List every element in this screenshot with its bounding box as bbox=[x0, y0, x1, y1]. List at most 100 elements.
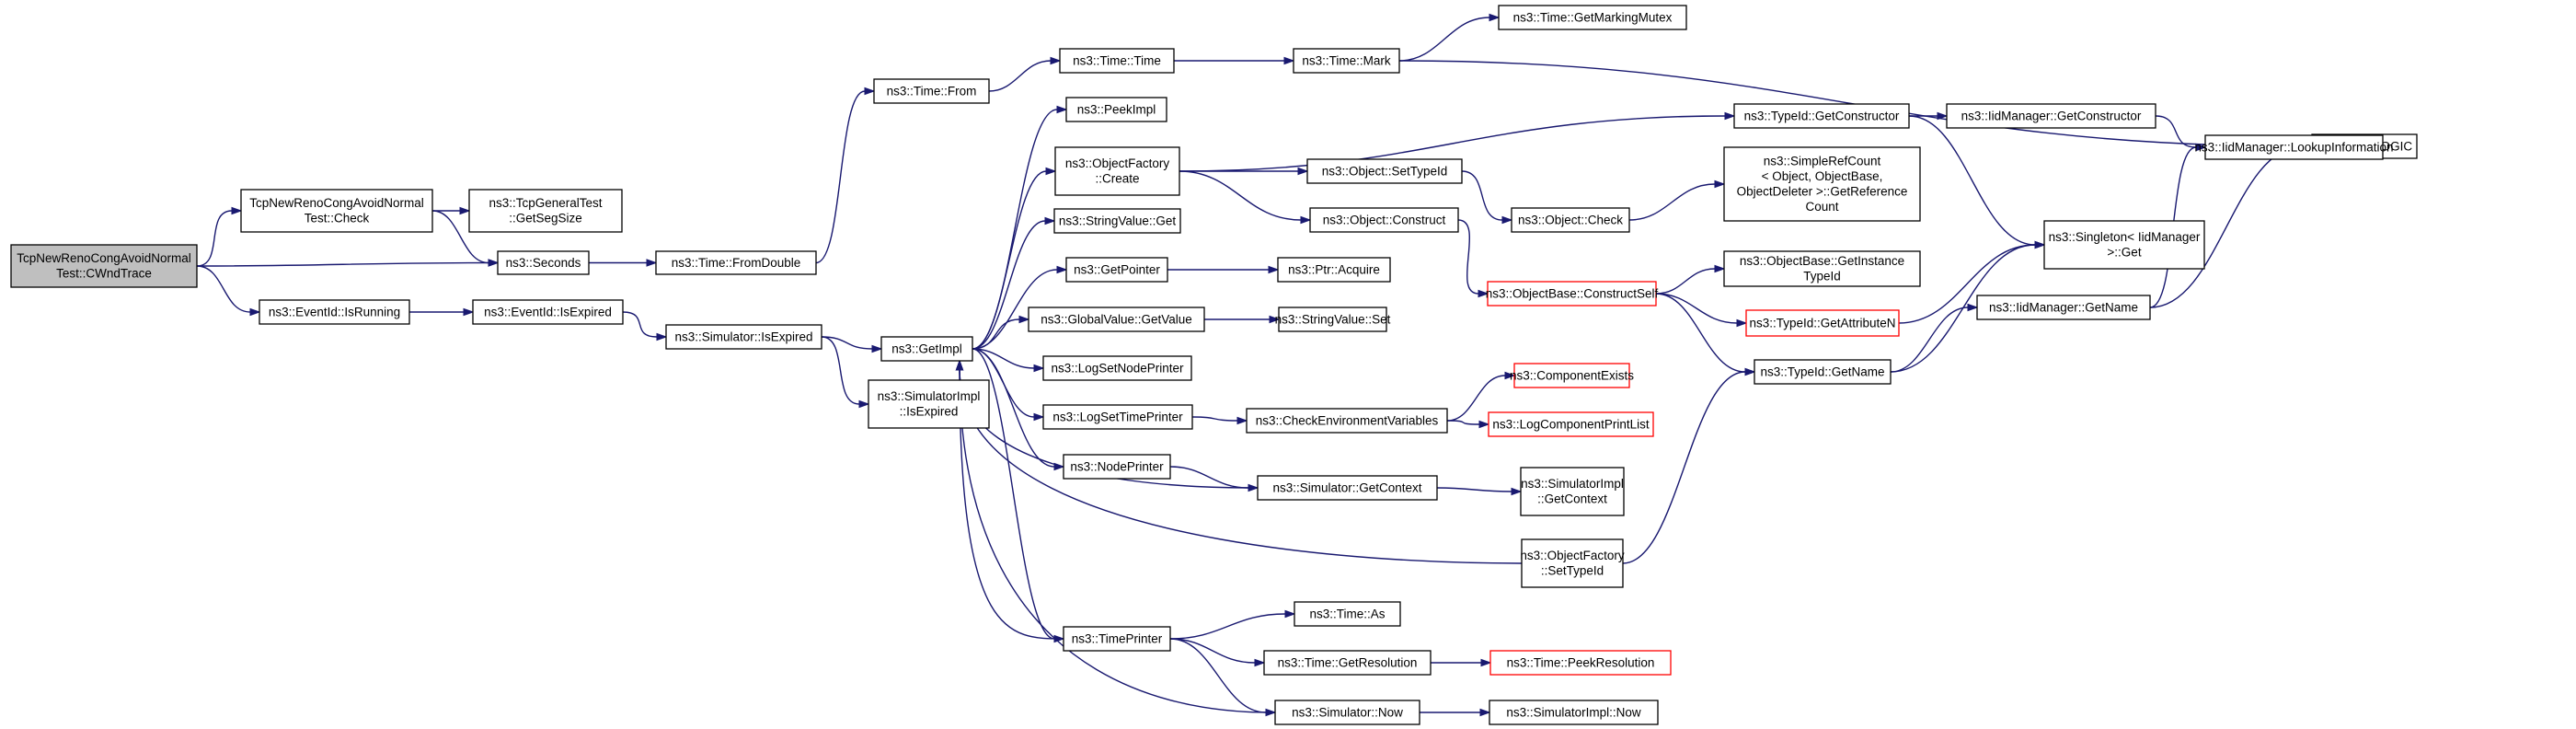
node-peekresolution[interactable]: ns3::Time::PeekResolution bbox=[1489, 650, 1672, 676]
node-box bbox=[1489, 650, 1672, 676]
edge-checkenv-to-componentexists bbox=[1446, 371, 1516, 422]
node-stringvalueset[interactable]: ns3::StringValue::Set bbox=[1275, 307, 1391, 332]
node-getattributen[interactable]: ns3::TypeId::GetAttributeN bbox=[1745, 309, 1900, 337]
node-getimpl[interactable]: ns3::GetImpl bbox=[880, 336, 973, 362]
edge-timeprinter-to-timegetres bbox=[1169, 638, 1266, 667]
node-simnow[interactable]: ns3::Simulator::Now bbox=[1274, 700, 1420, 725]
node-label: ns3::ObjectFactory bbox=[1520, 549, 1625, 562]
node-typeidgetctor[interactable]: ns3::TypeId::GetConstructor bbox=[1733, 103, 1910, 129]
node-objcheck[interactable]: ns3::Object::Check bbox=[1511, 207, 1630, 233]
node-simplerefcount[interactable]: ns3::SimpleRefCount< Object, ObjectBase,… bbox=[1723, 146, 1921, 222]
node-simgetcontext[interactable]: ns3::Simulator::GetContext bbox=[1257, 475, 1438, 501]
node-iidgetname[interactable]: ns3::IidManager::GetName bbox=[1976, 295, 2151, 320]
node-label: ns3::LogComponentPrintList bbox=[1492, 417, 1650, 431]
node-peekimpl[interactable]: ns3::PeekImpl bbox=[1065, 97, 1167, 122]
node-label: ns3::IidManager::LookupInformation bbox=[2194, 140, 2393, 154]
edge-simisexpired-to-getimpl bbox=[821, 336, 883, 353]
node-objsettypeid[interactable]: ns3::Object::SetTypeId bbox=[1306, 158, 1463, 184]
node-box bbox=[1042, 355, 1192, 381]
node-box bbox=[1745, 309, 1900, 337]
node-getmarkingmutex[interactable]: ns3::Time::GetMarkingMutex bbox=[1498, 5, 1687, 30]
node-label: ::Create bbox=[1095, 172, 1139, 186]
node-label: TypeId bbox=[1803, 270, 1841, 284]
node-constructself[interactable]: ns3::ObjectBase::ConstructSelf bbox=[1486, 281, 1659, 307]
node-box bbox=[1065, 257, 1168, 283]
node-label: ::IsExpired bbox=[900, 405, 959, 419]
node-isrunning[interactable]: ns3::EventId::IsRunning bbox=[259, 299, 410, 325]
node-box bbox=[1513, 363, 1630, 388]
node-timeprinter[interactable]: ns3::TimePrinter bbox=[1063, 626, 1171, 652]
node-label: ns3::IidManager::GetConstructor bbox=[1961, 109, 2142, 122]
node-timegetres[interactable]: ns3::Time::GetResolution bbox=[1263, 650, 1432, 676]
node-box bbox=[1293, 48, 1400, 74]
node-simimplisexpired[interactable]: ns3::SimulatorImpl::IsExpired bbox=[868, 379, 990, 429]
node-timefrom[interactable]: ns3::Time::From bbox=[873, 78, 990, 104]
node-label: ns3::Simulator::GetContext bbox=[1272, 480, 1421, 494]
node-iidgetctor[interactable]: ns3::IidManager::GetConstructor bbox=[1946, 103, 2156, 129]
node-label: ns3::ComponentExists bbox=[1510, 368, 1634, 382]
node-timetime[interactable]: ns3::Time::Time bbox=[1059, 48, 1175, 74]
node-fromdouble[interactable]: ns3::Time::FromDouble bbox=[655, 250, 817, 275]
edge-cwnd-to-seconds bbox=[196, 259, 500, 267]
node-ofcreate[interactable]: ns3::ObjectFactory::Create bbox=[1054, 146, 1180, 196]
node-box bbox=[259, 299, 410, 325]
node-checkenv[interactable]: ns3::CheckEnvironmentVariables bbox=[1246, 408, 1448, 434]
node-nodeprinter[interactable]: ns3::NodePrinter bbox=[1063, 454, 1171, 480]
node-getpointer[interactable]: ns3::GetPointer bbox=[1065, 257, 1168, 283]
node-label: ns3::StringValue::Get bbox=[1059, 214, 1177, 227]
edge-timeprinter-to-timeas bbox=[1169, 609, 1296, 640]
node-box bbox=[1059, 48, 1175, 74]
node-logsetnodeprinter[interactable]: ns3::LogSetNodePrinter bbox=[1042, 355, 1192, 381]
node-box bbox=[1309, 207, 1459, 233]
edge-ofsettypeid-to-typeidgetname bbox=[1622, 367, 1756, 564]
edge-simgetcontext-to-simimplgetcontext bbox=[1436, 487, 1523, 496]
node-timemark[interactable]: ns3::Time::Mark bbox=[1293, 48, 1400, 74]
node-label: ns3::Time::FromDouble bbox=[672, 256, 801, 270]
node-box bbox=[468, 189, 623, 233]
node-label: Count bbox=[1805, 200, 1838, 214]
node-timeas[interactable]: ns3::Time::As bbox=[1294, 601, 1401, 627]
node-componentexists[interactable]: ns3::ComponentExists bbox=[1510, 363, 1634, 388]
node-box bbox=[1054, 146, 1180, 196]
node-box bbox=[880, 336, 973, 362]
node-label: ns3::Time::GetMarkingMutex bbox=[1513, 10, 1673, 24]
node-label: ns3::Ptr::Acquire bbox=[1288, 262, 1380, 276]
node-singletonget[interactable]: ns3::Singleton< IidManager>::Get bbox=[2043, 220, 2205, 270]
node-typeidgetname[interactable]: ns3::TypeId::GetName bbox=[1754, 359, 1892, 385]
node-box bbox=[2043, 220, 2205, 270]
edge-timefrom-to-timetime bbox=[988, 56, 1062, 92]
node-simimplgetcontext[interactable]: ns3::SimulatorImpl::GetContext bbox=[1520, 467, 1625, 516]
edge-cwnd-to-check bbox=[196, 206, 243, 267]
node-label: ns3::PeekImpl bbox=[1077, 102, 1156, 116]
node-globalvalueget[interactable]: ns3::GlobalValue::GetValue bbox=[1028, 307, 1205, 332]
edge-check-to-seconds bbox=[431, 210, 500, 267]
node-getsegsize[interactable]: ns3::TcpGeneralTest::GetSegSize bbox=[468, 189, 623, 233]
node-objconstruct[interactable]: ns3::Object::Construct bbox=[1309, 207, 1459, 233]
node-ofsettypeid[interactable]: ns3::ObjectFactory::SetTypeId bbox=[1520, 538, 1625, 588]
node-box bbox=[1488, 411, 1654, 437]
node-stringvalueget[interactable]: ns3::StringValue::Get bbox=[1053, 208, 1181, 234]
node-box bbox=[1723, 146, 1921, 222]
node-seconds[interactable]: ns3::Seconds bbox=[497, 250, 590, 275]
node-box bbox=[1723, 250, 1921, 287]
node-simimplnow[interactable]: ns3::SimulatorImpl::Now bbox=[1489, 700, 1659, 725]
node-label: ns3::TcpGeneralTest bbox=[489, 196, 602, 210]
node-box bbox=[1246, 408, 1448, 434]
node-simisexpired[interactable]: ns3::Simulator::IsExpired bbox=[665, 324, 822, 350]
node-logsettimeprinter[interactable]: ns3::LogSetTimePrinter bbox=[1042, 404, 1193, 430]
edge-seconds-to-fromdouble bbox=[588, 259, 658, 267]
edge-typeidgetname-to-iidgetname bbox=[1890, 303, 1979, 373]
edge-cwnd-to-isrunning bbox=[196, 265, 261, 317]
edge-getimpl-to-ofcreate bbox=[972, 167, 1057, 350]
node-logcomponentprintlist[interactable]: ns3::LogComponentPrintList bbox=[1488, 411, 1654, 437]
node-label: ns3::TimePrinter bbox=[1072, 631, 1163, 645]
node-ptracquire[interactable]: ns3::Ptr::Acquire bbox=[1277, 257, 1391, 283]
node-label: ::GetContext bbox=[1537, 492, 1607, 506]
node-isexpired[interactable]: ns3::EventId::IsExpired bbox=[472, 299, 624, 325]
node-label: ns3::SimulatorImpl::Now bbox=[1506, 705, 1641, 719]
node-lookupinfo[interactable]: ns3::IidManager::LookupInformation bbox=[2194, 134, 2394, 160]
node-box bbox=[1278, 307, 1387, 332]
